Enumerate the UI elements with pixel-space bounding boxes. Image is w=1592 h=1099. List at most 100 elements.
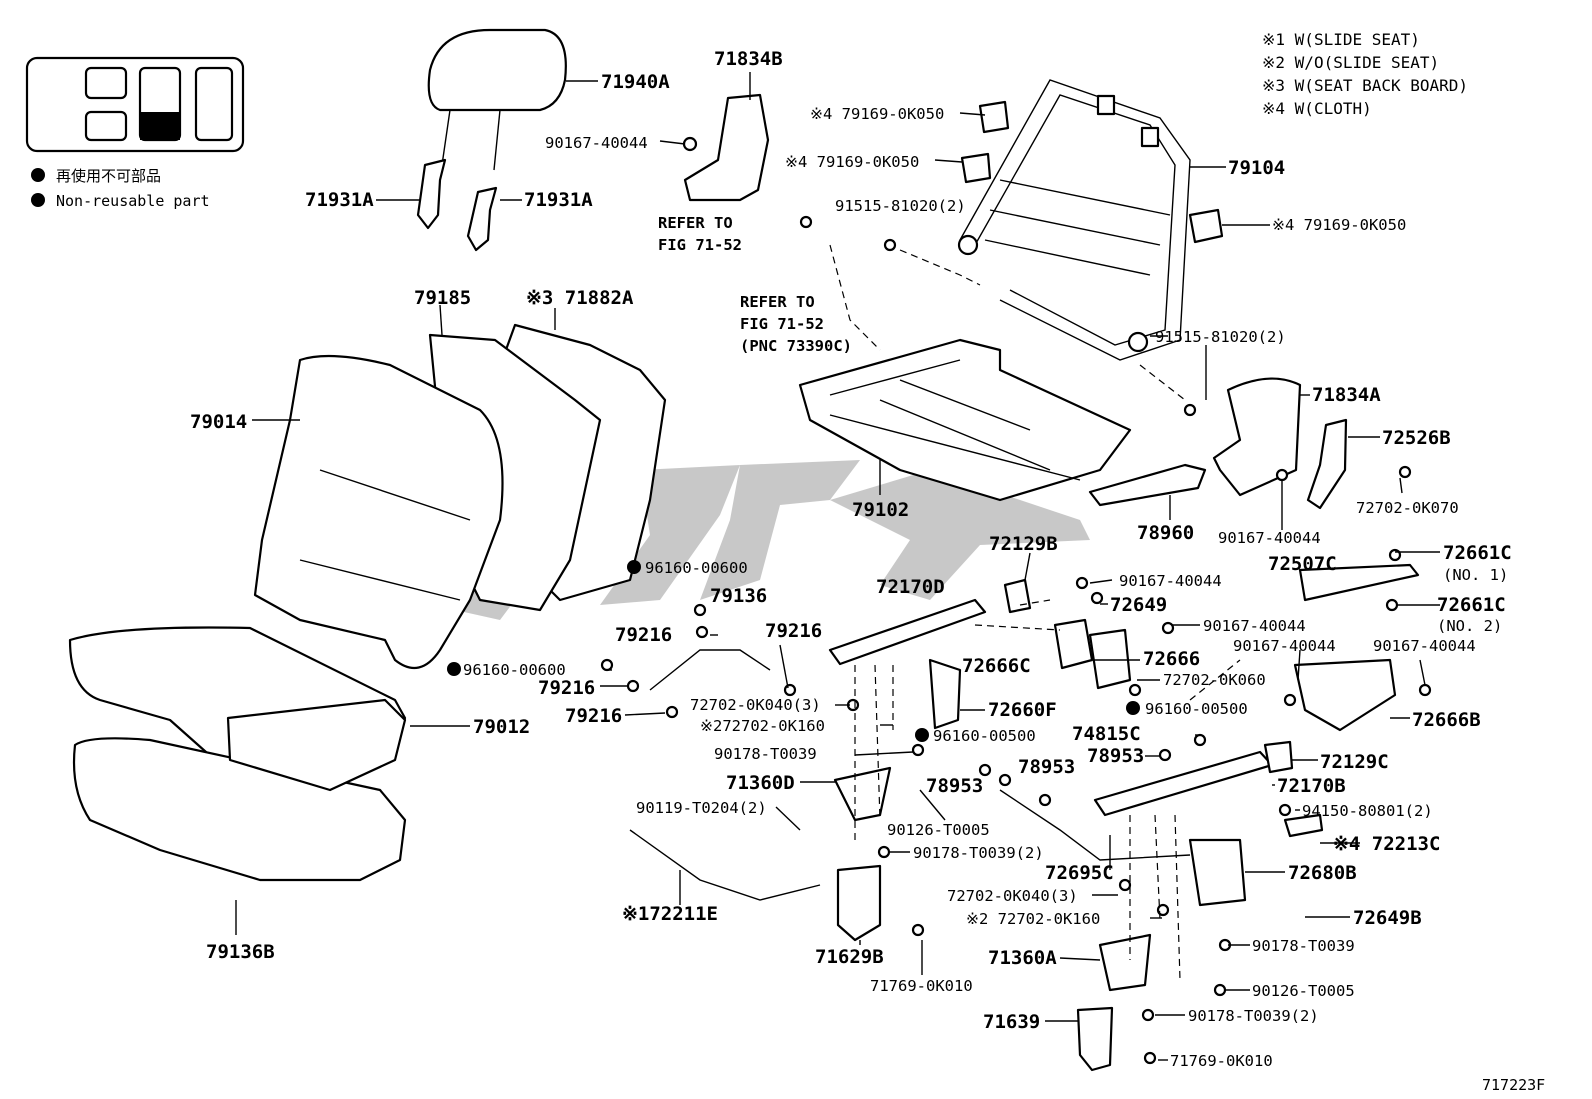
part-label: 72129C xyxy=(1320,751,1389,773)
legend-item-jp: 再使用不可部品 xyxy=(56,167,161,185)
part-label: 71834A xyxy=(1312,384,1381,406)
legend: 再使用不可部品 Non-reusable part xyxy=(31,167,210,210)
non-reusable-dot-icon xyxy=(1126,701,1140,715)
part-label: 72129B xyxy=(989,533,1058,555)
part-label: 90178-T0039(2) xyxy=(1188,1007,1319,1025)
part-label: ※2 72702-0K160 xyxy=(966,910,1100,928)
part-label: 96160-00600 xyxy=(645,559,748,577)
part-labels: 71940A 71834B 90167-40044 71931A 71931A … xyxy=(190,48,1512,1070)
part-label: 78953 xyxy=(1087,745,1144,767)
refer-a-line2: FIG 71-52 xyxy=(658,236,742,254)
note-1: ※1 W(SLIDE SEAT) xyxy=(1262,30,1420,49)
part-label: 79136B xyxy=(206,941,275,963)
part-label: 71769-0K010 xyxy=(1170,1052,1273,1070)
part-label: ※3 71882A xyxy=(526,287,634,309)
part-label: 78953 xyxy=(1018,756,1075,778)
part-label: 71360D xyxy=(726,772,795,794)
part-label: 79185 xyxy=(414,287,471,309)
part-label: 71769-0K010 xyxy=(870,977,973,995)
notes: ※1 W(SLIDE SEAT) ※2 W/O(SLIDE SEAT) ※3 W… xyxy=(1262,30,1468,118)
part-label: ※4 79169-0K050 xyxy=(1272,216,1406,234)
part-label: 71639 xyxy=(983,1011,1040,1033)
part-label: ※4 72213C xyxy=(1333,833,1440,855)
leader-lines xyxy=(235,72,1440,1061)
reference-notes: REFER TO FIG 71-52 REFER TO FIG 71-52 (P… xyxy=(658,214,852,355)
part-label: 90178-T0039 xyxy=(714,745,817,763)
part-label: 96160-00600 xyxy=(463,661,566,679)
part-label: 71834B xyxy=(714,48,783,70)
note-2: ※2 W/O(SLIDE SEAT) xyxy=(1262,53,1439,72)
part-label: 78953 xyxy=(926,775,983,797)
refer-b-line1: REFER TO xyxy=(740,293,815,311)
part-label: 71629B xyxy=(815,946,884,968)
part-label: 90126-T0005 xyxy=(887,821,990,839)
seat-cushion-frame xyxy=(798,338,1132,502)
brackets-right xyxy=(1088,377,1348,510)
seat-back-frame xyxy=(957,79,1191,361)
part-label: 79216 xyxy=(565,705,622,727)
part-label: 72695C xyxy=(1045,862,1114,884)
part-label: 71931A xyxy=(524,189,593,211)
part-label: 79216 xyxy=(615,624,672,646)
non-reusable-dot-icon xyxy=(31,168,45,182)
part-label: 96160-00500 xyxy=(933,727,1036,745)
non-reusable-dot-icon xyxy=(627,560,641,574)
view-indicator-box xyxy=(25,56,245,153)
non-reusable-markers xyxy=(447,560,1140,742)
covers-small xyxy=(960,100,1224,244)
part-label: 72661C xyxy=(1443,542,1512,564)
part-label: 90167-40044 xyxy=(1218,529,1321,547)
figure-code: 717223F xyxy=(1482,1076,1545,1094)
part-label: 79216 xyxy=(765,620,822,642)
part-label: 90167-40044 xyxy=(1373,637,1476,655)
part-label: 72660F xyxy=(988,699,1057,721)
part-label: 72702-0K070 xyxy=(1356,499,1459,517)
part-label: ※4 79169-0K050 xyxy=(810,105,944,123)
seat-back-cover-bracket xyxy=(682,93,770,202)
part-label: 72649B xyxy=(1353,907,1422,929)
part-label: 71940A xyxy=(601,71,670,93)
part-label: 72702-0K060 xyxy=(1163,671,1266,689)
part-label: 90167-40044 xyxy=(1203,617,1306,635)
part-label: 96160-00500 xyxy=(1145,700,1248,718)
part-label: 90167-40044 xyxy=(1119,572,1222,590)
part-label: 79216 xyxy=(538,677,595,699)
part-label: ※272702-0K160 xyxy=(700,717,825,735)
assembly-lines xyxy=(829,244,1241,981)
part-label: 72680B xyxy=(1288,862,1357,884)
part-label: 91515-81020(2) xyxy=(1155,328,1286,346)
part-label: 79136 xyxy=(710,585,767,607)
part-label: 79104 xyxy=(1228,157,1285,179)
part-label: 79014 xyxy=(190,411,247,433)
part-label: 90167-40044 xyxy=(1233,637,1336,655)
part-label: 79102 xyxy=(852,499,909,521)
covers-lower xyxy=(836,864,1114,1072)
part-label: 72666B xyxy=(1412,709,1481,731)
part-label: 90178-T0039(2) xyxy=(913,844,1044,862)
part-label: 72649 xyxy=(1110,594,1167,616)
part-label: 72666 xyxy=(1143,648,1200,670)
part-label: 94150-80801(2) xyxy=(1302,802,1433,820)
part-label: 72702-0K040(3) xyxy=(690,696,821,714)
non-reusable-dot-icon xyxy=(31,193,45,207)
part-label: 72507C xyxy=(1268,553,1337,575)
part-label: 90126-T0005 xyxy=(1252,982,1355,1000)
part-label: 79012 xyxy=(473,716,530,738)
refer-a-line1: REFER TO xyxy=(658,214,733,232)
part-label: (NO. 2) xyxy=(1437,617,1502,635)
seat-cushions xyxy=(68,626,407,882)
non-reusable-dot-icon xyxy=(447,662,461,676)
headrest-supports xyxy=(416,158,498,252)
part-label: 71360A xyxy=(988,947,1057,969)
refer-b-line3: (PNC 73390C) xyxy=(740,337,852,355)
headrest xyxy=(427,28,567,171)
part-label: 90178-T0039 xyxy=(1252,937,1355,955)
seat-back-covers xyxy=(253,323,667,670)
part-label: 90119-T0204(2) xyxy=(636,799,767,817)
part-label: 71931A xyxy=(305,189,374,211)
legend-item-en: Non-reusable part xyxy=(56,192,210,210)
part-label: 91515-81020(2) xyxy=(835,197,966,215)
clips-and-bolts xyxy=(600,215,1432,1065)
non-reusable-dot-icon xyxy=(915,728,929,742)
